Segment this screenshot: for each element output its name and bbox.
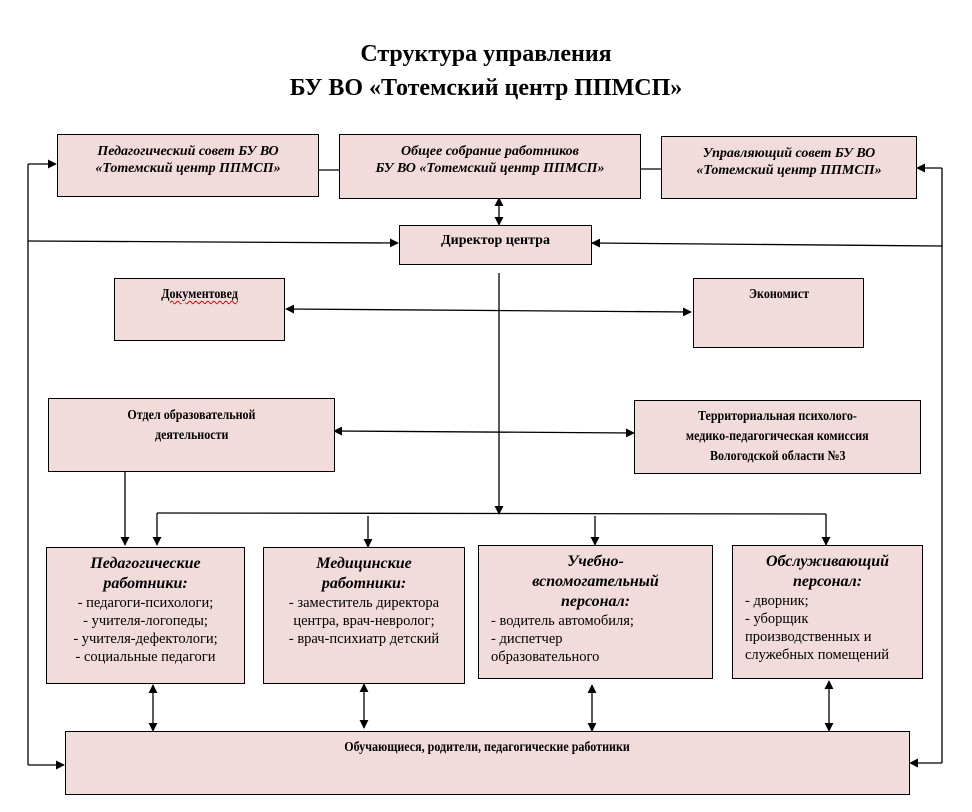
director-box: Директор центра (399, 225, 592, 265)
document-specialist-label: Документовед (161, 287, 238, 302)
auxiliary-staff-title-3: персонал: (560, 593, 631, 610)
service-staff-item: - дворник; (745, 593, 809, 609)
commission-line3: Вологодской области №3 (709, 449, 846, 464)
service-staff-box: Обслуживающий персонал: - дворник; - убо… (732, 545, 923, 679)
general-meeting-line2: БУ ВО «Тотемский центр ППМСП» (375, 161, 605, 176)
education-dept-box: Отдел образовательной деятельности (48, 398, 335, 472)
stakeholders-box: Обучающиеся, родители, педагогические ра… (65, 731, 910, 795)
auxiliary-staff-title-2: вспомогательный (532, 573, 659, 590)
education-dept-line1: Отдел образовательной (127, 408, 256, 423)
ped-council-box: Педагогический совет БУ ВО «Тотемский це… (57, 134, 319, 197)
general-meeting-box: Общее собрание работников БУ ВО «Тотемск… (339, 134, 641, 199)
medical-workers-title-1: Медицинские (316, 555, 412, 572)
economist-box: Экономист (693, 278, 864, 348)
auxiliary-staff-box: Учебно- вспомогательный персонал: - води… (478, 545, 713, 679)
service-staff-item: служебных помещений (745, 647, 889, 663)
arrow-docs-economist (285, 304, 692, 317)
stakeholders-label: Обучающиеся, родители, педагогические ра… (344, 740, 631, 755)
auxiliary-staff-title-1: Учебно- (567, 553, 624, 570)
service-staff-item: - уборщик (745, 611, 809, 627)
arrow-left-to-director (27, 238, 399, 248)
director-label: Директор центра (441, 233, 550, 248)
governing-council-box: Управляющий совет БУ ВО «Тотемский центр… (661, 136, 917, 199)
medical-workers-item: центра, врач-невролог; (293, 613, 435, 629)
medical-workers-item: - заместитель директора (288, 595, 440, 611)
pedagogical-workers-item: - учителя-логопеды; (83, 613, 208, 629)
pedagogical-workers-item: - социальные педагоги (75, 649, 216, 665)
governing-council-line1: Управляющий совет БУ ВО (702, 146, 876, 161)
ped-council-line1: Педагогический совет БУ ВО (97, 144, 279, 159)
distribution-bus (156, 512, 827, 515)
arrow-right-to-director (591, 238, 943, 248)
service-staff-item: производственных и (745, 629, 872, 645)
pedagogical-workers-box: Педагогические работники: - педагоги-пси… (46, 547, 245, 684)
document-specialist-box: Документовед (114, 278, 285, 341)
education-dept-line2: деятельности (154, 428, 229, 443)
diagram-title-line1: Структура управления (360, 41, 612, 67)
arrow-edu-commission (333, 426, 635, 438)
pedagogical-workers-title-1: Педагогические (90, 555, 201, 572)
pedagogical-workers-item: - педагоги-психологи; (77, 595, 214, 611)
governing-council-line2: «Тотемский центр ППМСП» (696, 163, 882, 178)
service-staff-title-1: Обслуживающий (765, 553, 890, 570)
economist-label: Экономист (748, 287, 809, 302)
medical-workers-box: Медицинские работники: - заместитель дир… (263, 547, 465, 684)
medical-workers-title-2: работники: (321, 575, 407, 592)
service-staff-title-2: персонал: (792, 573, 863, 590)
medical-workers-item: - врач-психиатр детский (288, 631, 440, 647)
pedagogical-workers-item: - учителя-дефектологи; (73, 631, 218, 647)
pedagogical-workers-title-2: работники: (103, 575, 188, 592)
general-meeting-line1: Общее собрание работников (401, 144, 579, 159)
auxiliary-staff-item: - водитель автомобиля; (491, 613, 634, 629)
auxiliary-staff-item: образовательного (491, 649, 600, 665)
diagram-title-line2: БУ ВО «Тотемский центр ППМСП» (289, 75, 683, 101)
commission-line2: медико-педагогическая комиссия (686, 429, 869, 444)
commission-box: Территориальная психолого- медико-педаго… (634, 400, 921, 474)
commission-line1: Территориальная психолого- (697, 409, 857, 424)
auxiliary-staff-item: - диспетчер (491, 631, 563, 647)
ped-council-line2: «Тотемский центр ППМСП» (95, 161, 281, 176)
